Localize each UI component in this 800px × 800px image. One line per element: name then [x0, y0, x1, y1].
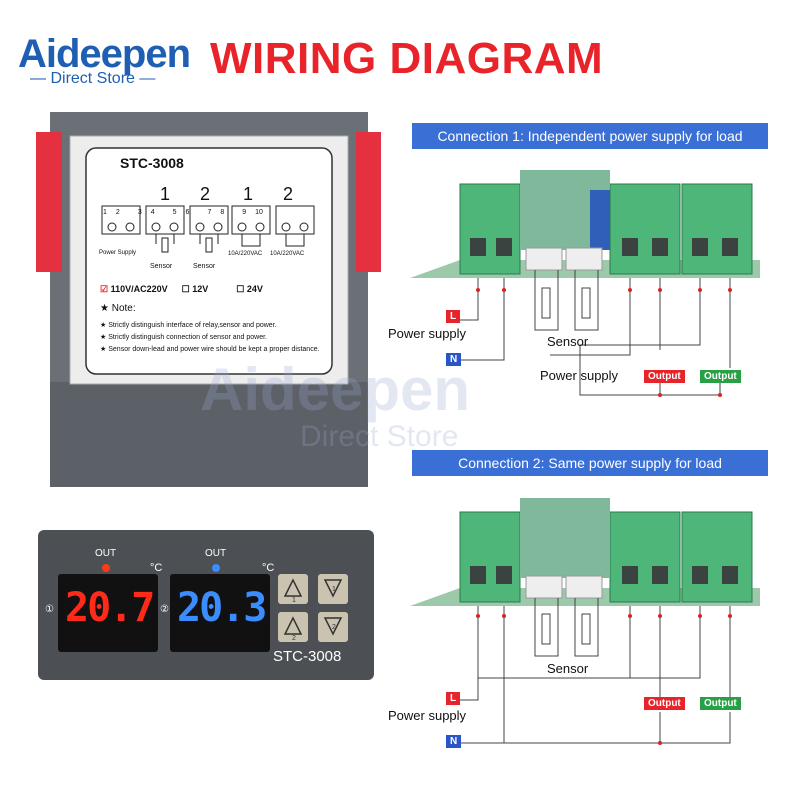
btn-num: 2: [292, 635, 296, 642]
load-power-label-1: Power supply: [540, 368, 619, 383]
controller-front: [38, 530, 374, 680]
voltage-options: ☑ 110V/AC220V ☐ 12V ☐ 24V: [100, 284, 263, 295]
connection2-header: Connection 2: Same power supply for load: [412, 450, 768, 476]
label-frame: [85, 147, 333, 375]
board: [520, 498, 610, 578]
device-bottom-case: [50, 382, 368, 487]
power-supply-label-1: Power supply: [388, 326, 467, 341]
output1-tag-1: Output: [644, 370, 685, 383]
L-tag-2: L: [446, 692, 461, 705]
terminal-num: 7: [207, 209, 212, 216]
sensor-connector-1: [525, 575, 563, 599]
N-tag-2: N: [446, 735, 462, 748]
terminal-num: 6: [185, 209, 190, 216]
group-1a: 1: [160, 184, 171, 204]
N-tag-1: N: [446, 353, 462, 366]
btn-num: 1: [292, 597, 296, 604]
note-item: ★ Strictly distinguish connection of sen…: [100, 334, 267, 341]
sensor-label-2: Sensor: [547, 661, 589, 676]
down-arrow-icon: [323, 617, 343, 636]
out1-led: [102, 564, 110, 572]
terminal-block-mid: [609, 183, 681, 275]
voltage-option: ☐ 24V: [236, 284, 263, 294]
page-title: WIRING DIAGRAM: [210, 34, 604, 83]
connection1-diagram: [410, 170, 760, 397]
unit1: °C: [150, 562, 163, 574]
terminal-block-left: [459, 511, 521, 603]
L-tag-1: L: [446, 310, 461, 323]
down-arrow-icon: [323, 579, 343, 598]
relay2-label: 10A/220VAC: [270, 251, 305, 257]
display1-window: [58, 574, 158, 652]
terminal-num: 4: [150, 209, 155, 216]
up-arrow-icon: [283, 578, 303, 597]
controller-model: STC-3008: [273, 648, 342, 665]
group-2a: 2: [200, 184, 211, 204]
terminal-numbers: 1 2 3 4 5 6 7 8 9 10: [103, 209, 263, 216]
channel1: ①: [45, 604, 54, 615]
display2: 20.3: [177, 585, 267, 631]
brand-tagline-row: — Direct Store —: [30, 70, 156, 87]
group-2b: 2: [283, 184, 294, 204]
label-model: STC-3008: [120, 155, 184, 171]
group-1b: 1: [243, 184, 254, 204]
terminal-block-diagram: [101, 205, 315, 253]
notes-list: ★ Strictly distinguish interface of rela…: [100, 320, 325, 356]
terminal-num: 3: [137, 209, 142, 216]
power-label: Power Supply: [99, 250, 137, 256]
terminal-num: 1: [103, 209, 107, 216]
up-arrow-icon: [283, 616, 303, 635]
sensor-connector-2: [565, 247, 603, 271]
terminal-block-right: [681, 511, 753, 603]
brand-name: Aideepen: [18, 32, 191, 76]
note-title: ★ Note:: [100, 303, 136, 314]
sensor-connector-1: [525, 247, 563, 271]
btn-num: 2: [332, 624, 336, 631]
out1-label: OUT: [95, 548, 117, 559]
voltage-option: ☐ 12V: [181, 284, 209, 294]
sensor-connector-2: [565, 575, 603, 599]
out2-led: [212, 564, 220, 572]
display1: 20.7: [65, 585, 155, 631]
channel2: ②: [160, 604, 169, 615]
relay1-label: 10A/220VAC: [228, 251, 263, 257]
output2-tag-2: Output: [700, 697, 741, 710]
sensor2-label: Sensor: [193, 263, 216, 270]
terminal-num: 9: [242, 209, 247, 216]
relay-component: [590, 190, 610, 250]
terminal-block-left: [459, 183, 521, 275]
brand-tagline: Direct Store: [50, 70, 135, 87]
terminal-block-right: [681, 183, 753, 275]
note-item: ★ Sensor down-lead and power wire should…: [100, 346, 320, 353]
output1-tag-2: Output: [644, 697, 685, 710]
out2-label: OUT: [205, 548, 227, 559]
voltage-option: ☑ 110V/AC220V: [100, 284, 168, 294]
display2-window: [170, 574, 270, 652]
terminal-num: 2: [115, 209, 120, 216]
terminal-num: 5: [172, 209, 177, 216]
sensor1-label: Sensor: [150, 263, 173, 270]
unit2: °C: [262, 562, 275, 574]
note-item: ★ Strictly distinguish interface of rela…: [100, 322, 277, 329]
connection2-diagram: [410, 498, 760, 745]
device-rear-illustration: [36, 112, 381, 487]
terminal-num: 8: [220, 209, 225, 216]
power-supply-label-2: Power supply: [388, 708, 467, 723]
output2-tag-1: Output: [700, 370, 741, 383]
brand-logo: Aideepen: [18, 32, 191, 77]
connection1-header: Connection 1: Independent power supply f…: [412, 123, 768, 149]
sensor-label-1: Sensor: [547, 334, 589, 349]
terminal-block-mid: [609, 511, 681, 603]
terminal-num: 10: [255, 209, 263, 216]
right-clip: [356, 132, 381, 272]
left-clip: [36, 132, 62, 272]
btn-num: 1: [332, 586, 336, 593]
